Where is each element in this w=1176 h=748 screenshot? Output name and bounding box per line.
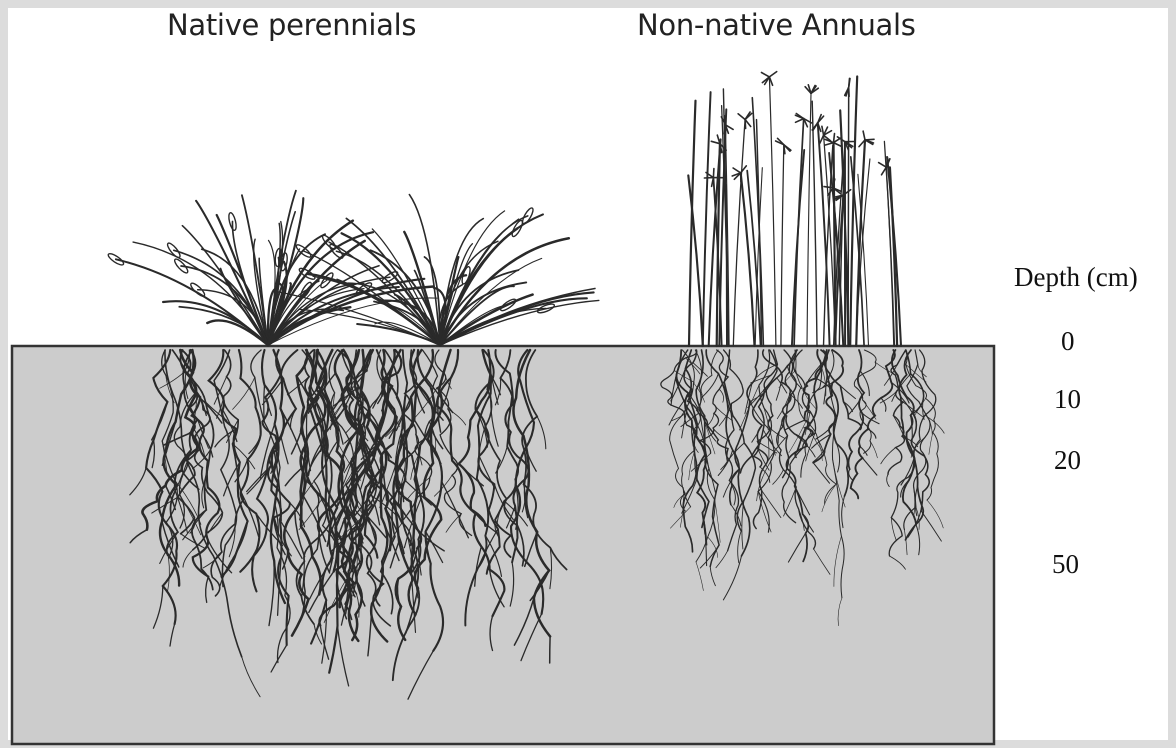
- stem: [807, 93, 811, 346]
- stem: [733, 120, 745, 347]
- stem: [741, 173, 755, 346]
- stem: [794, 119, 804, 346]
- root-branch: [264, 385, 265, 422]
- spikelet: [882, 167, 887, 175]
- non-native-annual-shoots: [688, 72, 901, 346]
- spikelet: [863, 131, 865, 140]
- leaf-blade: [440, 238, 569, 345]
- spikelet: [796, 119, 804, 123]
- soil-block: [12, 346, 994, 744]
- spikelet: [879, 163, 887, 168]
- depth-axis-label: Depth (cm): [1014, 262, 1138, 293]
- spikelet: [738, 114, 745, 120]
- depth-tick-50: 50: [1052, 549, 1079, 580]
- spikelet: [713, 169, 714, 178]
- spikelet: [822, 126, 824, 135]
- spikelet: [825, 143, 834, 146]
- depth-tick-20: 20: [1054, 445, 1081, 476]
- depth-tick-10: 10: [1054, 384, 1081, 415]
- stem: [781, 145, 784, 346]
- native-perennial-shoots: [107, 191, 599, 345]
- depth-tick-0: 0: [1061, 326, 1075, 357]
- spikelet: [733, 168, 741, 173]
- spikelet: [769, 72, 776, 77]
- spikelet: [820, 135, 824, 143]
- stem: [769, 77, 776, 346]
- spikelet: [762, 73, 770, 77]
- spikelet: [834, 143, 842, 147]
- stem: [812, 101, 817, 346]
